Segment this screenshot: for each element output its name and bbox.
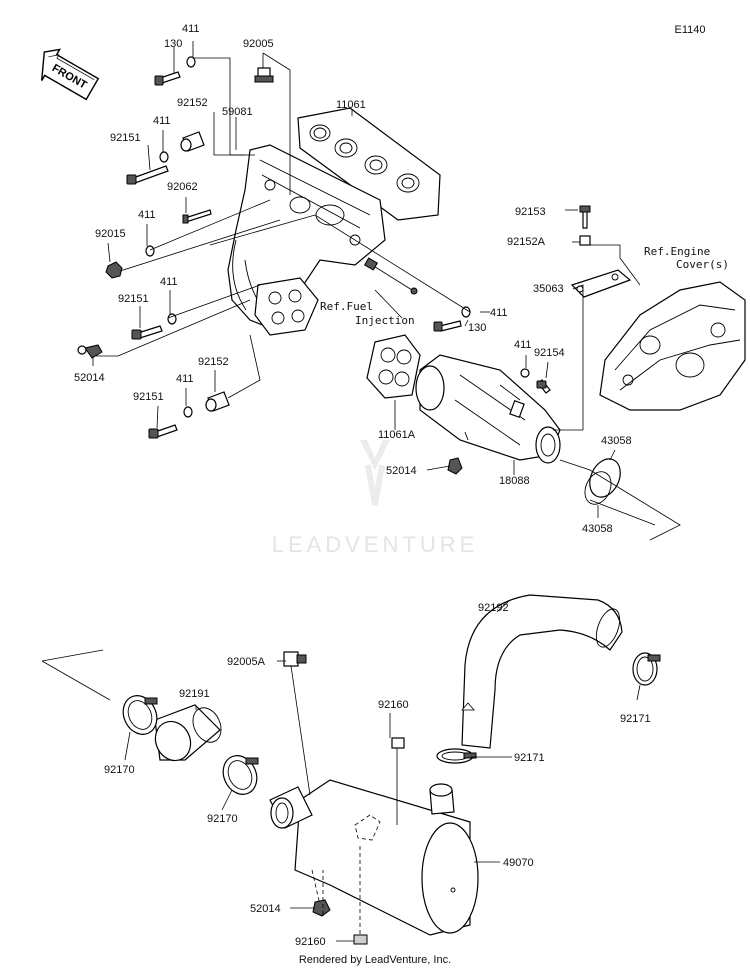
label-92192: 92192 <box>478 602 509 614</box>
label-92170-b: 92170 <box>207 813 238 825</box>
label-92062: 92062 <box>167 181 198 193</box>
label-411-b: 411 <box>153 115 171 127</box>
o-rings-43058 <box>584 458 621 505</box>
label-11061: 11061 <box>336 99 366 111</box>
decal-92160 <box>353 737 405 945</box>
label-52014-left: 52014 <box>74 372 105 384</box>
label-43058-top: 43058 <box>601 435 632 447</box>
gasket-11061A <box>366 334 421 399</box>
hose-92191 <box>154 704 222 762</box>
muffler-49070 <box>269 779 479 936</box>
label-18088: 18088 <box>499 475 530 487</box>
diagram-code: E1140 <box>675 24 706 36</box>
watermark: LEADVENTURE <box>272 440 479 557</box>
sensor-wire <box>363 257 418 295</box>
label-92153: 92153 <box>515 206 546 218</box>
leader-lines-bottom <box>124 599 641 942</box>
label-92170-a: 92170 <box>104 764 135 776</box>
label-43058-bot: 43058 <box>582 523 613 535</box>
label-411-f: 411 <box>514 339 532 351</box>
label-411-top: 411 <box>182 23 200 35</box>
watermark-logo-icon <box>360 440 390 470</box>
leader-lines-top <box>92 41 681 541</box>
label-411-d: 411 <box>160 276 178 288</box>
fitting-52014-bottom <box>312 899 331 917</box>
label-92152-top: 92152 <box>177 97 208 109</box>
ref-fuel-line1: Ref.Fuel <box>320 300 373 313</box>
ref-fuel-line2: Injection <box>355 314 415 327</box>
engine-cover-ref <box>599 281 746 411</box>
clamp-92171-mid <box>436 748 477 764</box>
manifold-gasket-11061 <box>297 107 441 221</box>
exhaust-manifold-59081 <box>227 144 386 336</box>
ref-engine-cover-line1: Ref.Engine <box>644 245 710 258</box>
hose-92192 <box>461 594 623 749</box>
label-92015: 92015 <box>95 228 126 240</box>
label-52014-mid: 52014 <box>386 465 417 477</box>
label-49070: 49070 <box>503 857 534 869</box>
label-92152A: 92152A <box>507 236 546 248</box>
hardware-right <box>433 306 551 394</box>
footer-credit: Rendered by LeadVenture, Inc. <box>299 954 451 966</box>
clamp-92170-a <box>122 695 158 735</box>
arrow-icon <box>461 702 475 711</box>
connection-lines-left <box>41 649 111 701</box>
clamp-92171-right <box>632 652 661 686</box>
hardware-left <box>77 56 274 439</box>
label-92005: 92005 <box>243 38 274 50</box>
label-92005A: 92005A <box>227 656 266 668</box>
label-92154: 92154 <box>534 347 565 359</box>
label-92152-mid: 92152 <box>198 356 229 368</box>
label-92171-mid: 92171 <box>514 752 545 764</box>
label-411-right: 411 <box>490 307 508 319</box>
label-59081: 59081 <box>222 106 253 118</box>
label-92171-right: 92171 <box>620 713 651 725</box>
fitting-92005A <box>283 651 311 796</box>
exhaust-pipe-18088 <box>415 354 561 464</box>
label-92151-b: 92151 <box>118 293 149 305</box>
label-92191: 92191 <box>179 688 210 700</box>
label-130-top: 130 <box>164 38 182 50</box>
ref-engine-cover-line2: Cover(s) <box>676 258 729 271</box>
label-35063: 35063 <box>533 283 564 295</box>
label-92160-bot: 92160 <box>295 936 326 948</box>
label-11061A: 11061A <box>378 429 416 441</box>
fitting-52014-mid <box>447 457 463 475</box>
clamp-92170-b <box>222 755 259 795</box>
label-92151-c: 92151 <box>133 391 164 403</box>
front-arrow-icon: FRONT <box>40 48 100 101</box>
label-92160-top: 92160 <box>378 699 409 711</box>
label-130-right: 130 <box>468 322 486 334</box>
watermark-text: LEADVENTURE <box>272 532 479 557</box>
label-411-e: 411 <box>176 373 194 385</box>
part-labels: 130 411 92005 11061 411 92152 59081 9215… <box>74 23 729 948</box>
bracket-35063 <box>570 205 632 298</box>
label-411-c: 411 <box>138 209 156 221</box>
label-52014-bot: 52014 <box>250 903 281 915</box>
label-92151-a: 92151 <box>110 132 141 144</box>
